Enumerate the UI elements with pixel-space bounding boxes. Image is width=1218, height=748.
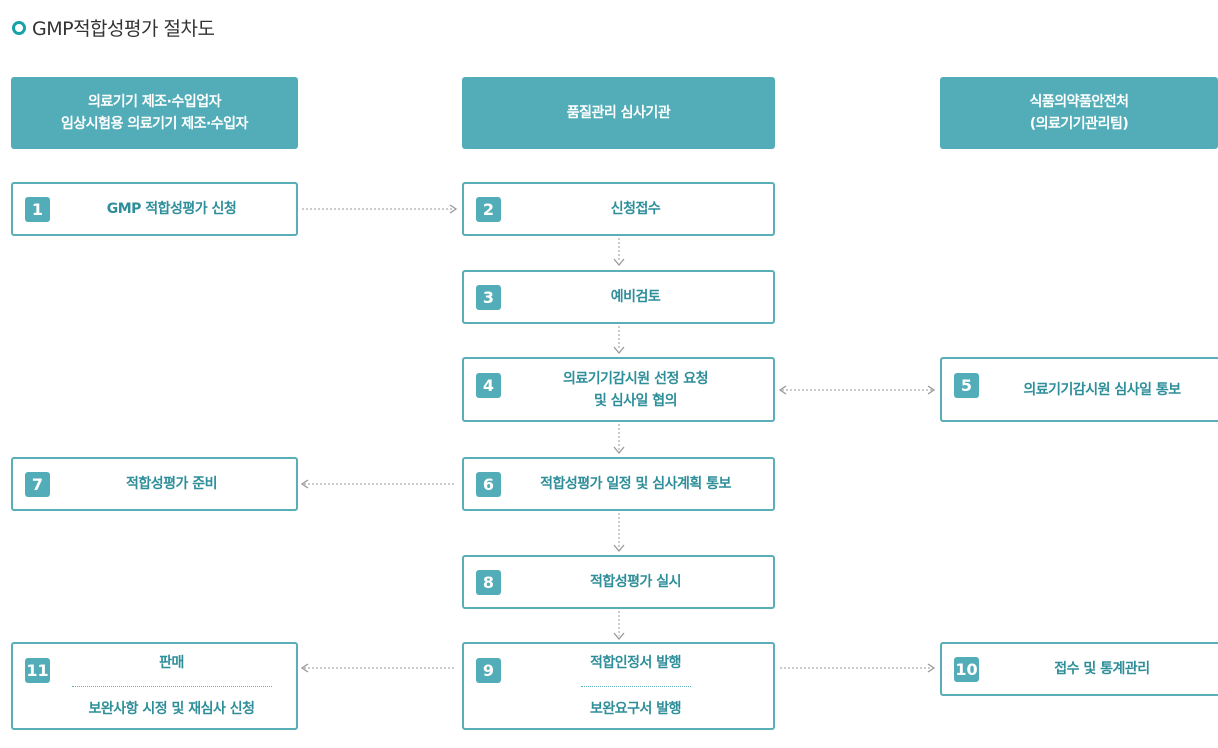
- step-number-badge: 9: [476, 658, 501, 683]
- arrowhead-down: [613, 446, 625, 455]
- step-2-box: 2 신청접수: [462, 182, 775, 236]
- step-label-text: 적합성평가 실시: [589, 574, 682, 590]
- step-6-box: 6 적합성평가 일정 및 심사계획 통보: [462, 457, 775, 511]
- step-number-badge: 3: [476, 285, 501, 310]
- arrowhead-right: [449, 204, 458, 214]
- step-label: 판매 보완사항 시정 및 재심사 신청: [57, 644, 286, 728]
- step-label: 적합인정서 발행 보완요구서 발행: [508, 644, 763, 728]
- dotted-separator: [71, 685, 272, 687]
- step-label: 적합성평가 일정 및 심사계획 통보: [508, 459, 763, 509]
- step-label-line: 보완요구서 발행: [589, 701, 682, 717]
- step-11-box: 11 판매 보완사항 시정 및 재심사 신청: [11, 642, 298, 730]
- arrowhead-left: [300, 479, 309, 489]
- column-header-line: 의료기기 제조·수입업자: [88, 94, 222, 110]
- step-label-text: 접수 및 통계관리: [1054, 661, 1150, 677]
- page-title: GMP적합성평가 절차도: [12, 14, 215, 41]
- step-number-badge: 7: [25, 472, 50, 497]
- step-label: GMP 적합성평가 신청: [57, 184, 286, 234]
- column-header-line: (의료기기관리팀): [1029, 116, 1129, 132]
- step-label-text: 적합성평가 일정 및 심사계획 통보: [540, 476, 731, 492]
- step-label-line: 판매: [159, 655, 184, 671]
- arrowhead-down: [613, 346, 625, 355]
- step-number-badge: 5: [954, 373, 979, 398]
- arrowhead-down: [613, 632, 625, 641]
- arrowhead-left: [300, 663, 309, 673]
- step-label: 예비검토: [508, 272, 763, 322]
- step-number-badge: 6: [476, 472, 501, 497]
- step-label: 의료기기감시원 심사일 통보: [986, 359, 1218, 420]
- step-7-box: 7 적합성평가 준비: [11, 457, 298, 511]
- step-3-box: 3 예비검토: [462, 270, 775, 324]
- arrowhead-right: [927, 385, 936, 395]
- step-label-line: 및 심사일 협의: [593, 392, 678, 409]
- step-label-text: 적합성평가 준비: [125, 476, 218, 492]
- step-9-box: 9 적합인정서 발행 보완요구서 발행: [462, 642, 775, 730]
- step-5-box: 5 의료기기감시원 심사일 통보: [940, 357, 1218, 422]
- arrowhead-left: [778, 385, 787, 395]
- step-number-badge: 1: [25, 197, 50, 222]
- step-label: 신청접수: [508, 184, 763, 234]
- step-label-line: 의료기기감시원 선정 요청: [563, 370, 708, 387]
- column-header-line: 임상시험용 의료기기 제조·수입자: [61, 116, 248, 132]
- step-label-line: 보완사항 시정 및 재심사 신청: [88, 701, 255, 717]
- step-number-badge: 8: [476, 570, 501, 595]
- step-number-badge: 2: [476, 197, 501, 222]
- step-number-badge: 11: [25, 658, 50, 683]
- step-label-text: GMP 적합성평가 신청: [106, 201, 237, 217]
- column-header-line: 품질관리 심사기관: [566, 105, 671, 121]
- column-header-mfds: 식품의약품안전처 (의료기기관리팀): [940, 77, 1218, 149]
- step-8-box: 8 적합성평가 실시: [462, 555, 775, 609]
- step-label-line: 적합인정서 발행: [589, 655, 682, 671]
- step-label: 의료기기감시원 선정 요청 및 심사일 협의: [508, 359, 763, 420]
- step-label-text: 신청접수: [610, 201, 661, 217]
- arrowhead-down: [613, 544, 625, 553]
- step-label-text: 의료기기감시원 심사일 통보: [1023, 381, 1181, 398]
- step-label-text: 예비검토: [610, 289, 661, 305]
- step-number-badge: 4: [476, 373, 501, 398]
- step-1-box: 1 GMP 적합성평가 신청: [11, 182, 298, 236]
- dotted-separator: [580, 685, 691, 687]
- column-header-manufacturer: 의료기기 제조·수입업자 임상시험용 의료기기 제조·수입자: [11, 77, 298, 149]
- circle-bullet-icon: [12, 20, 26, 35]
- arrowhead-down: [613, 258, 625, 267]
- step-4-box: 4 의료기기감시원 선정 요청 및 심사일 협의: [462, 357, 775, 422]
- step-label: 적합성평가 실시: [508, 557, 763, 607]
- step-label: 적합성평가 준비: [57, 459, 286, 509]
- step-label: 접수 및 통계관리: [986, 644, 1218, 694]
- step-number-badge: 10: [954, 657, 979, 682]
- column-header-review-agency: 품질관리 심사기관: [462, 77, 775, 149]
- column-header-line: 식품의약품안전처: [1029, 94, 1129, 110]
- arrowhead-right: [927, 663, 936, 673]
- step-10-box: 10 접수 및 통계관리: [940, 642, 1218, 696]
- page-title-text: GMP적합성평가 절차도: [32, 18, 215, 40]
